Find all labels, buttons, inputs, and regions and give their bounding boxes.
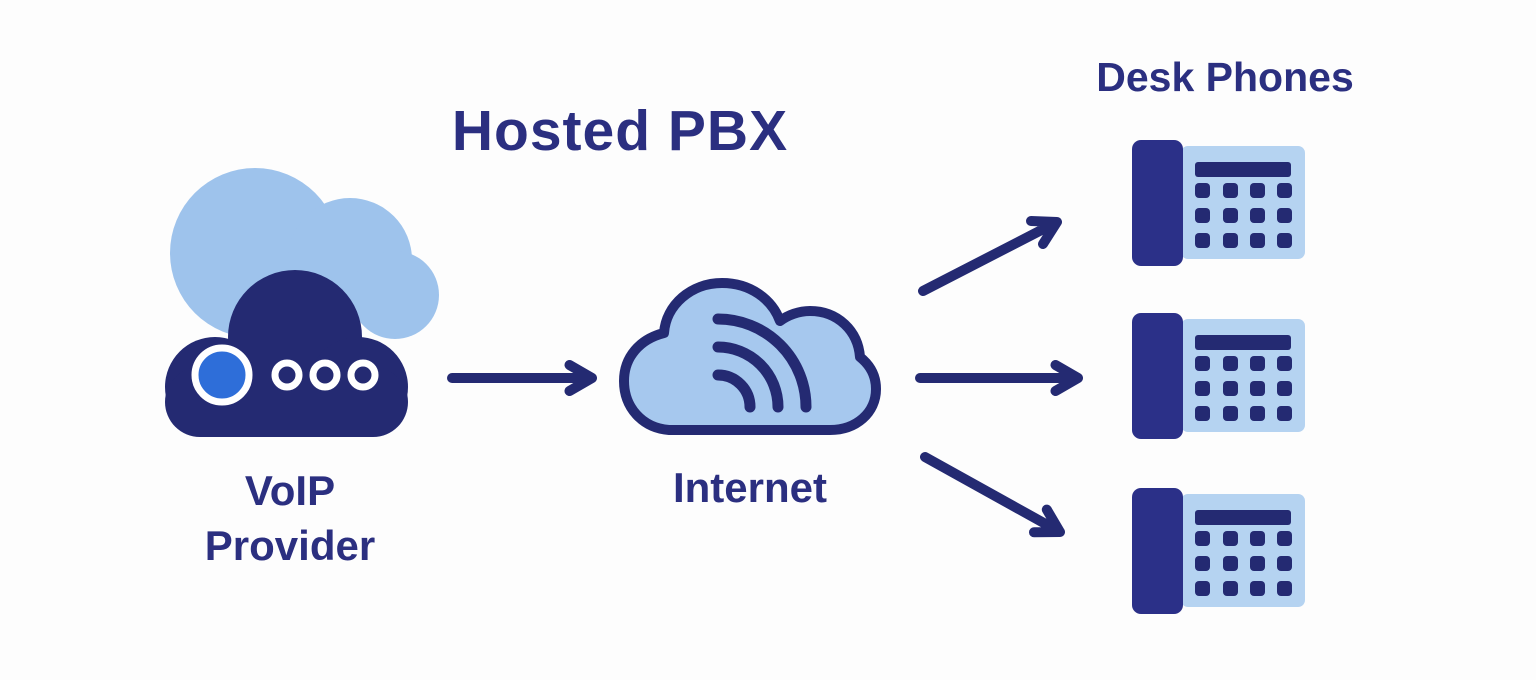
phone-keypad — [1195, 183, 1292, 248]
desk-phones-label: Desk Phones — [1096, 54, 1354, 100]
desk-phone-icon-3 — [1132, 488, 1307, 614]
voip-small-dots — [271, 359, 379, 391]
voip-provider-label: VoIP Provider — [204, 467, 376, 570]
phone-handset — [1132, 140, 1183, 266]
voip-power-dot — [191, 344, 253, 406]
phone-handset — [1132, 313, 1183, 439]
arrow-internet-to-phone-3 — [920, 452, 1065, 538]
phone-display — [1195, 335, 1291, 350]
phone-display — [1195, 510, 1291, 525]
phone-display — [1195, 162, 1291, 177]
desk-phone-icon-2 — [1132, 313, 1307, 439]
node-internet — [612, 262, 887, 447]
diagram-title: Hosted PBX — [451, 99, 789, 163]
internet-wifi-cloud-icon — [619, 278, 881, 435]
internet-signal-arcs — [712, 313, 812, 413]
arrow-internet-to-phone-1 — [918, 216, 1062, 296]
phone-keypad — [1195, 356, 1292, 421]
voip-front-cloud — [165, 270, 408, 437]
phone-keypad — [1195, 531, 1292, 596]
desk-phone-icon-1 — [1132, 140, 1307, 266]
arrow-voip-to-internet — [447, 360, 597, 396]
internet-label: Internet — [672, 464, 827, 511]
phone-handset — [1132, 488, 1183, 614]
arrow-internet-to-phone-2 — [915, 360, 1083, 396]
node-voip-provider — [150, 165, 440, 455]
voip-cloud-icon — [165, 168, 439, 437]
